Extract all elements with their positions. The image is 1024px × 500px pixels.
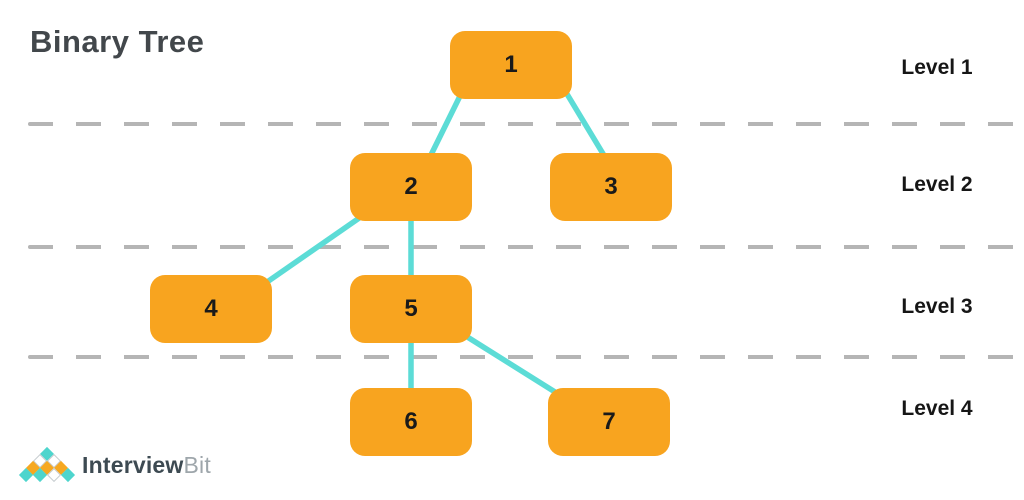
- tree-node-2-label: 2: [404, 173, 418, 200]
- edge-1-3: [564, 91, 611, 165]
- tree-node-5: 5: [350, 275, 472, 343]
- interviewbit-logo: InterviewBit: [18, 446, 211, 483]
- level-label-2: Level 2: [901, 173, 973, 196]
- tree-node-4-label: 4: [204, 295, 218, 322]
- tree-node-1: 1: [450, 31, 572, 99]
- tree-node-7: 7: [548, 388, 670, 456]
- tree-node-2: 2: [350, 153, 472, 221]
- tree-node-4: 4: [150, 275, 272, 343]
- tree-node-3: 3: [550, 153, 672, 221]
- tree-node-1-label: 1: [504, 51, 518, 78]
- tree-node-6-label: 6: [404, 408, 418, 435]
- interviewbit-logo-icon: [18, 446, 76, 483]
- tree-node-6: 6: [350, 388, 472, 456]
- level-divider-3: [28, 355, 1015, 359]
- level-divider-1: [28, 122, 1015, 126]
- interviewbit-wordmark: InterviewBit: [82, 452, 211, 479]
- wordmark-secondary: Bit: [183, 451, 211, 478]
- level-label-3: Level 3: [901, 295, 973, 318]
- edge-1-2: [424, 91, 464, 166]
- tree-node-7-label: 7: [602, 408, 616, 435]
- level-divider-2: [28, 245, 1015, 249]
- page-title: Binary Tree: [30, 24, 205, 59]
- wordmark-primary: Interview: [82, 451, 184, 478]
- level-label-4: Level 4: [901, 397, 973, 420]
- tree-node-3-label: 3: [604, 173, 618, 200]
- edge-5-7: [458, 330, 566, 400]
- level-label-1: Level 1: [901, 56, 973, 79]
- tree-node-5-label: 5: [404, 295, 418, 322]
- edge-2-4: [254, 211, 368, 292]
